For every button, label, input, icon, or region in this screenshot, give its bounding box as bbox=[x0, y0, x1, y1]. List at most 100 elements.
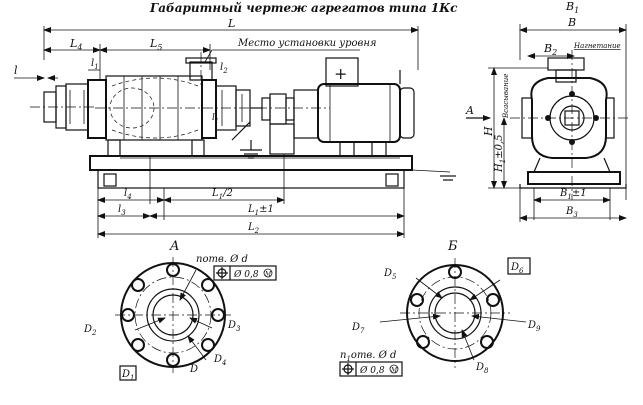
label-l1: l bbox=[91, 58, 94, 69]
label-L2: L bbox=[247, 222, 255, 233]
label-l2-sub: 2 bbox=[222, 67, 228, 75]
svg-text:l4: l4 bbox=[124, 188, 132, 201]
svg-text:B3: B3 bbox=[565, 206, 578, 219]
label-H1-suffix: ±0,5 bbox=[494, 135, 505, 159]
label-l2: l bbox=[220, 62, 223, 73]
svg-text:D3: D3 bbox=[227, 320, 241, 333]
label-B1-bottom-suffix: ±1 bbox=[572, 188, 587, 199]
label-D2: D bbox=[83, 324, 92, 335]
base-frame bbox=[89, 121, 456, 189]
svg-text:L2: L2 bbox=[247, 222, 260, 235]
label-D7-sub: 7 bbox=[360, 327, 365, 335]
label-B1-bottom-sub: 1 bbox=[567, 193, 571, 201]
label-L1half-sub: 1 bbox=[219, 193, 223, 201]
svg-text:D1: D1 bbox=[121, 369, 135, 382]
label-l4: l bbox=[124, 188, 127, 199]
label-D8: D bbox=[475, 362, 484, 373]
label-D3: D bbox=[227, 320, 236, 331]
label-l4-sub: 4 bbox=[126, 193, 131, 201]
view-b-holes-sub: 1 bbox=[346, 355, 350, 363]
pump-foot-right bbox=[191, 139, 205, 157]
view-b-holes-rest: отв. Ø d bbox=[351, 350, 396, 361]
svg-text:B1±1: B1±1 bbox=[559, 188, 587, 201]
svg-text:L4: L4 bbox=[69, 37, 82, 52]
svg-text:D6: D6 bbox=[510, 262, 524, 275]
coupling bbox=[250, 93, 295, 155]
label-suction: Всасывание bbox=[502, 74, 510, 119]
dimension-L4-L5: L4 L5 bbox=[43, 37, 211, 80]
label-discharge: Нагнетание bbox=[573, 42, 621, 50]
left-bearing-housing bbox=[30, 83, 95, 131]
view-b-title: Б bbox=[447, 239, 458, 254]
label-D1-sub: 1 bbox=[130, 374, 134, 382]
svg-text:l2: l2 bbox=[220, 62, 228, 75]
label-B3: B bbox=[565, 206, 573, 217]
label-D8-sub: 8 bbox=[484, 367, 489, 375]
dimension-l: l bbox=[14, 64, 58, 81]
svg-text:D8: D8 bbox=[475, 362, 489, 375]
label-l: l bbox=[14, 64, 18, 77]
view-b-tolerance: Ø 0,8 bbox=[359, 365, 385, 376]
label-L5-sub: 5 bbox=[157, 43, 162, 52]
label-D2-sub: 2 bbox=[91, 329, 97, 337]
label-D6-sub: 6 bbox=[519, 267, 524, 275]
motor-plus-sign: + bbox=[334, 64, 347, 83]
label-B1-top-sub: 1 bbox=[574, 6, 579, 15]
label-D5-sub: 5 bbox=[392, 273, 397, 281]
label-D4-sub: 4 bbox=[221, 359, 226, 367]
end-view: B1 B B2 Нагнетание bbox=[465, 0, 630, 222]
label-D5: D bbox=[383, 268, 392, 279]
drawing-title: Габаритный чертеж агрегатов типа 1Кс bbox=[149, 1, 458, 15]
svg-text:D5: D5 bbox=[383, 268, 397, 281]
label-B1-bottom: B bbox=[559, 188, 567, 199]
level-note-text: Место установки уровня bbox=[237, 38, 377, 49]
label-B2-sub: 2 bbox=[551, 48, 557, 57]
svg-text:l3: l3 bbox=[118, 204, 126, 217]
label-D9-sub: 9 bbox=[536, 325, 541, 333]
svg-text:D9: D9 bbox=[527, 320, 541, 333]
svg-text:B2: B2 bbox=[543, 42, 557, 57]
label-D6: D bbox=[510, 262, 519, 273]
casing-end-view bbox=[510, 50, 630, 200]
label-L2-sub: 2 bbox=[254, 227, 260, 235]
label-L1-suffix: ±1 bbox=[259, 204, 274, 215]
label-L1: L bbox=[247, 204, 255, 215]
label-l3: l bbox=[118, 204, 121, 215]
view-a-tolerance-mod: M bbox=[264, 271, 272, 278]
electric-motor: + bbox=[293, 57, 415, 157]
flange-view-b: Б D5 D6 D7 D8 D9 n1отв. Ø d Ø 0,8 M bbox=[339, 239, 541, 377]
label-B1-top: B bbox=[565, 0, 574, 13]
pump-foot-left bbox=[107, 139, 121, 157]
label-L: L bbox=[227, 17, 235, 30]
label-B2: B bbox=[543, 42, 552, 55]
label-A-arrow: A bbox=[465, 104, 474, 117]
label-D1: D bbox=[121, 369, 130, 380]
label-L1half-suffix: /2 bbox=[222, 188, 233, 199]
label-D4: D bbox=[213, 354, 222, 365]
label-L1-sub: 1 bbox=[255, 209, 259, 217]
svg-text:L1±1: L1±1 bbox=[247, 204, 274, 217]
svg-text:D4: D4 bbox=[213, 354, 227, 367]
svg-text:l1: l1 bbox=[91, 58, 99, 71]
label-L5: L bbox=[149, 37, 157, 50]
label-l3-sub: 3 bbox=[121, 209, 126, 217]
label-l1-right: l bbox=[212, 113, 215, 123]
bottom-dimensions: l4 L1/2 l3 L1±1 L2 bbox=[97, 154, 405, 238]
svg-text:H1±0,5: H1±0,5 bbox=[494, 135, 507, 174]
level-note: Место установки уровня bbox=[204, 38, 377, 63]
label-H1-sub: 1 bbox=[499, 159, 507, 163]
view-b-tolerance-mod: M bbox=[390, 367, 398, 374]
label-H1: H bbox=[494, 163, 505, 173]
label-D9: D bbox=[527, 320, 536, 331]
svg-text:L1/2: L1/2 bbox=[211, 188, 233, 201]
label-B: B bbox=[567, 16, 576, 29]
view-b-holes-n: n bbox=[340, 350, 346, 361]
pump-body bbox=[87, 52, 330, 141]
side-view: L L4 L5 Место установки уровня l l1 l2 bbox=[14, 17, 456, 238]
label-L4-sub: 4 bbox=[76, 43, 82, 52]
label-D3-sub: 3 bbox=[236, 325, 241, 333]
dimension-L: L bbox=[43, 17, 419, 70]
label-D: D bbox=[189, 364, 198, 375]
